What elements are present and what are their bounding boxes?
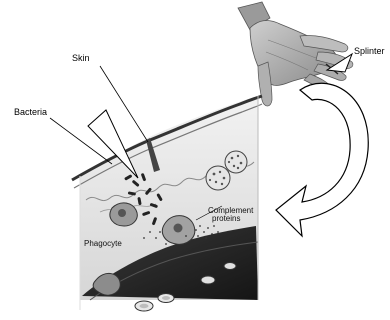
- label-splinter: Splinter: [354, 47, 385, 56]
- label-complement-line2: proteins: [212, 215, 253, 223]
- label-complement-proteins: Complement proteins: [208, 207, 253, 223]
- curved-magnify-arrow: [276, 83, 368, 236]
- label-bacteria: Bacteria: [14, 108, 47, 117]
- label-skin: Skin: [72, 54, 90, 63]
- label-phagocyte: Phagocyte: [84, 240, 122, 248]
